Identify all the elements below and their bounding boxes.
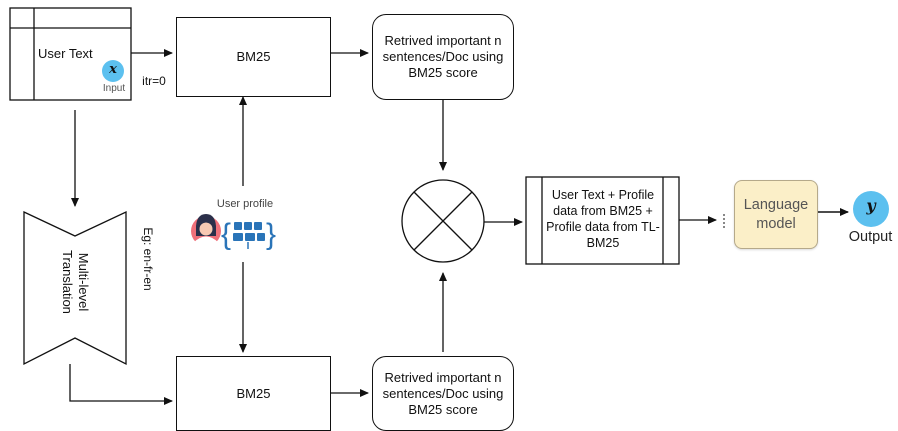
retrieve-top-label: Retrived important n sentences/Doc using… — [382, 33, 504, 80]
output-symbol-icon — [853, 191, 889, 227]
retrieve-top: Retrived important n sentences/Doc using… — [372, 14, 514, 100]
bm25-bottom-label: BM25 — [236, 385, 271, 401]
language-model: Language model — [734, 180, 818, 249]
bm25-bottom: BM25 — [176, 356, 331, 431]
output-symbol: y — [866, 196, 876, 215]
svg-text:}: } — [266, 218, 276, 251]
combined-text-label: User Text + Profile data from BM25 + Pro… — [546, 188, 660, 250]
input-caption: Input — [102, 83, 126, 94]
svg-text:{: { — [221, 218, 231, 251]
retrieve-bottom-label: Retrived important n sentences/Doc using… — [382, 369, 504, 417]
combined-text-frame — [525, 176, 680, 265]
bm25-top-label: BM25 — [236, 49, 271, 64]
input-symbol: x — [109, 62, 117, 77]
translation-label: Multi-level Translation — [60, 250, 91, 314]
arrow-translation-to-bm25-bottom — [69, 364, 173, 405]
user-profile-label: User profile — [216, 198, 274, 210]
bm25-top: BM25 — [176, 17, 331, 97]
itr-label: itr=0 — [142, 74, 166, 88]
combine-cross-circle-icon — [401, 179, 485, 263]
translation-example-label: Eg: en-fr-en — [141, 227, 155, 291]
user-profile-icon: { } — [191, 214, 276, 251]
input-symbol-icon — [102, 60, 124, 82]
input-label: User Text — [38, 46, 93, 61]
translation-shape — [23, 210, 127, 366]
retrieve-bottom: Retrived important n sentences/Doc using… — [372, 356, 514, 431]
language-model-label: Language model — [743, 196, 809, 232]
input-document-frame — [9, 7, 132, 101]
output-caption: Output — [848, 229, 893, 245]
